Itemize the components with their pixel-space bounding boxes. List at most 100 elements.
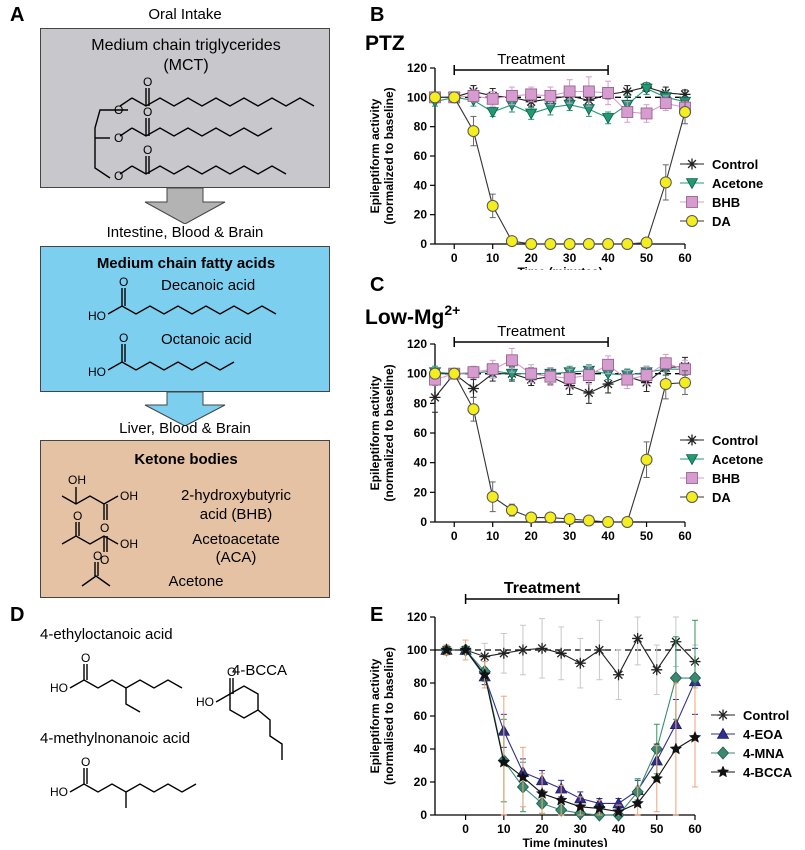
y-tick-label: 80: [414, 396, 428, 410]
y-tick-label: 100: [407, 367, 427, 381]
chart-title: Low-Mg2+: [365, 302, 460, 329]
y-tick-label: 20: [414, 485, 428, 499]
y-tick-label: 80: [414, 120, 428, 134]
legend-label: BHB: [712, 195, 740, 210]
eoa-ho: HO: [50, 681, 68, 695]
data-point: [601, 113, 615, 125]
bhb-oh-2: OH: [120, 489, 138, 503]
x-tick-label: 60: [678, 529, 692, 542]
mct-abbr: (MCT): [163, 57, 209, 74]
legend-marker: [686, 472, 698, 484]
bhb-line2: acid (BHB): [199, 506, 273, 523]
mct-box: Medium chain triglycerides (MCT): [40, 28, 330, 188]
y-tick-label: 40: [414, 456, 428, 470]
treatment-label: Treatment: [504, 580, 581, 597]
bcca-name: 4-BCCA: [232, 662, 288, 679]
data-point: [593, 801, 606, 814]
series-line: [434, 87, 686, 119]
x-tick-label: 60: [688, 822, 702, 836]
panel-letter-c: C: [370, 274, 385, 296]
mct-structure: O O O O O O: [94, 75, 315, 183]
series-line: [446, 649, 695, 816]
data-point: [679, 106, 691, 118]
data-point: [632, 632, 644, 644]
mcfa-structures: O HO O HO: [88, 275, 277, 379]
bhb-line1: 2-hydroxybutyric: [180, 487, 292, 504]
y-axis-label-line2: (normalized to baseline): [382, 87, 396, 224]
bhb-o: O: [100, 521, 109, 535]
data-point: [640, 453, 653, 466]
x-axis-label: Time (minutes): [522, 836, 607, 847]
octanoic-label: Octanoic acid: [161, 331, 252, 348]
data-point: [613, 669, 625, 681]
data-point: [593, 644, 605, 656]
y-tick-label: 60: [414, 149, 428, 163]
data-point: [536, 642, 548, 654]
oral-intake-label: Oral Intake: [148, 6, 222, 23]
data-point: [563, 85, 576, 98]
series-4-BCCA: [440, 639, 702, 818]
y-tick-label: 40: [414, 178, 428, 192]
data-point: [688, 671, 702, 685]
legend-marker: [717, 709, 729, 721]
y-axis-label-line1: Epileptiform activity: [368, 658, 382, 773]
data-point: [659, 97, 672, 110]
series-BHB: [429, 76, 691, 123]
data-point: [602, 358, 614, 371]
mct-title: Medium chain triglycerides: [91, 37, 281, 54]
legend-label: Control: [712, 433, 758, 448]
data-point: [517, 644, 529, 656]
data-point: [640, 83, 653, 95]
aca-o-1: O: [73, 509, 82, 523]
data-point: [582, 238, 595, 250]
y-axis-label-line1: Epileptiform activity: [368, 98, 382, 213]
legend-label: DA: [712, 214, 731, 229]
y-tick-label: 60: [414, 709, 428, 723]
data-point: [497, 755, 511, 768]
data-point: [612, 805, 625, 818]
data-point: [467, 125, 480, 138]
bcca-o: O: [227, 665, 236, 679]
data-point: [621, 106, 634, 118]
x-tick-label: 50: [640, 251, 654, 265]
legend-marker: [685, 178, 699, 190]
data-point: [525, 238, 538, 250]
acetone-label: Acetone: [168, 573, 224, 590]
data-point: [621, 238, 634, 250]
data-point: [602, 378, 614, 390]
bhb-oh-1: OH: [68, 473, 86, 487]
series-DA: [429, 367, 691, 528]
data-point: [554, 793, 568, 806]
data-point: [544, 511, 557, 524]
octanoic-ho: HO: [88, 365, 106, 379]
data-point: [583, 387, 595, 399]
x-tick-label: 60: [678, 251, 692, 265]
data-point: [544, 89, 557, 102]
y-axis-label-line1: Epileptiform activity: [368, 375, 382, 490]
series-Control: [440, 616, 701, 700]
data-point: [621, 516, 634, 528]
data-point: [659, 176, 672, 189]
x-tick-label: 30: [563, 251, 577, 265]
data-point: [651, 664, 663, 676]
legend-marker: [716, 746, 730, 760]
x-tick-label: 40: [601, 529, 615, 542]
data-point: [429, 391, 441, 403]
x-tick-label: 10: [497, 822, 511, 836]
data-point: [582, 369, 595, 382]
data-point: [525, 88, 538, 101]
bcca-ho: HO: [196, 695, 214, 709]
x-tick-label: 30: [563, 529, 577, 542]
data-point: [505, 504, 518, 517]
mct-o-1: O: [114, 103, 123, 117]
mna-name: 4-methylnonanoic acid: [40, 730, 191, 747]
y-axis-label-line2: (normalised to baseline): [382, 647, 396, 785]
aca-o-2: O: [100, 553, 109, 567]
panel-letter-d: D: [10, 604, 25, 626]
data-point: [440, 643, 453, 656]
data-point: [505, 235, 518, 248]
